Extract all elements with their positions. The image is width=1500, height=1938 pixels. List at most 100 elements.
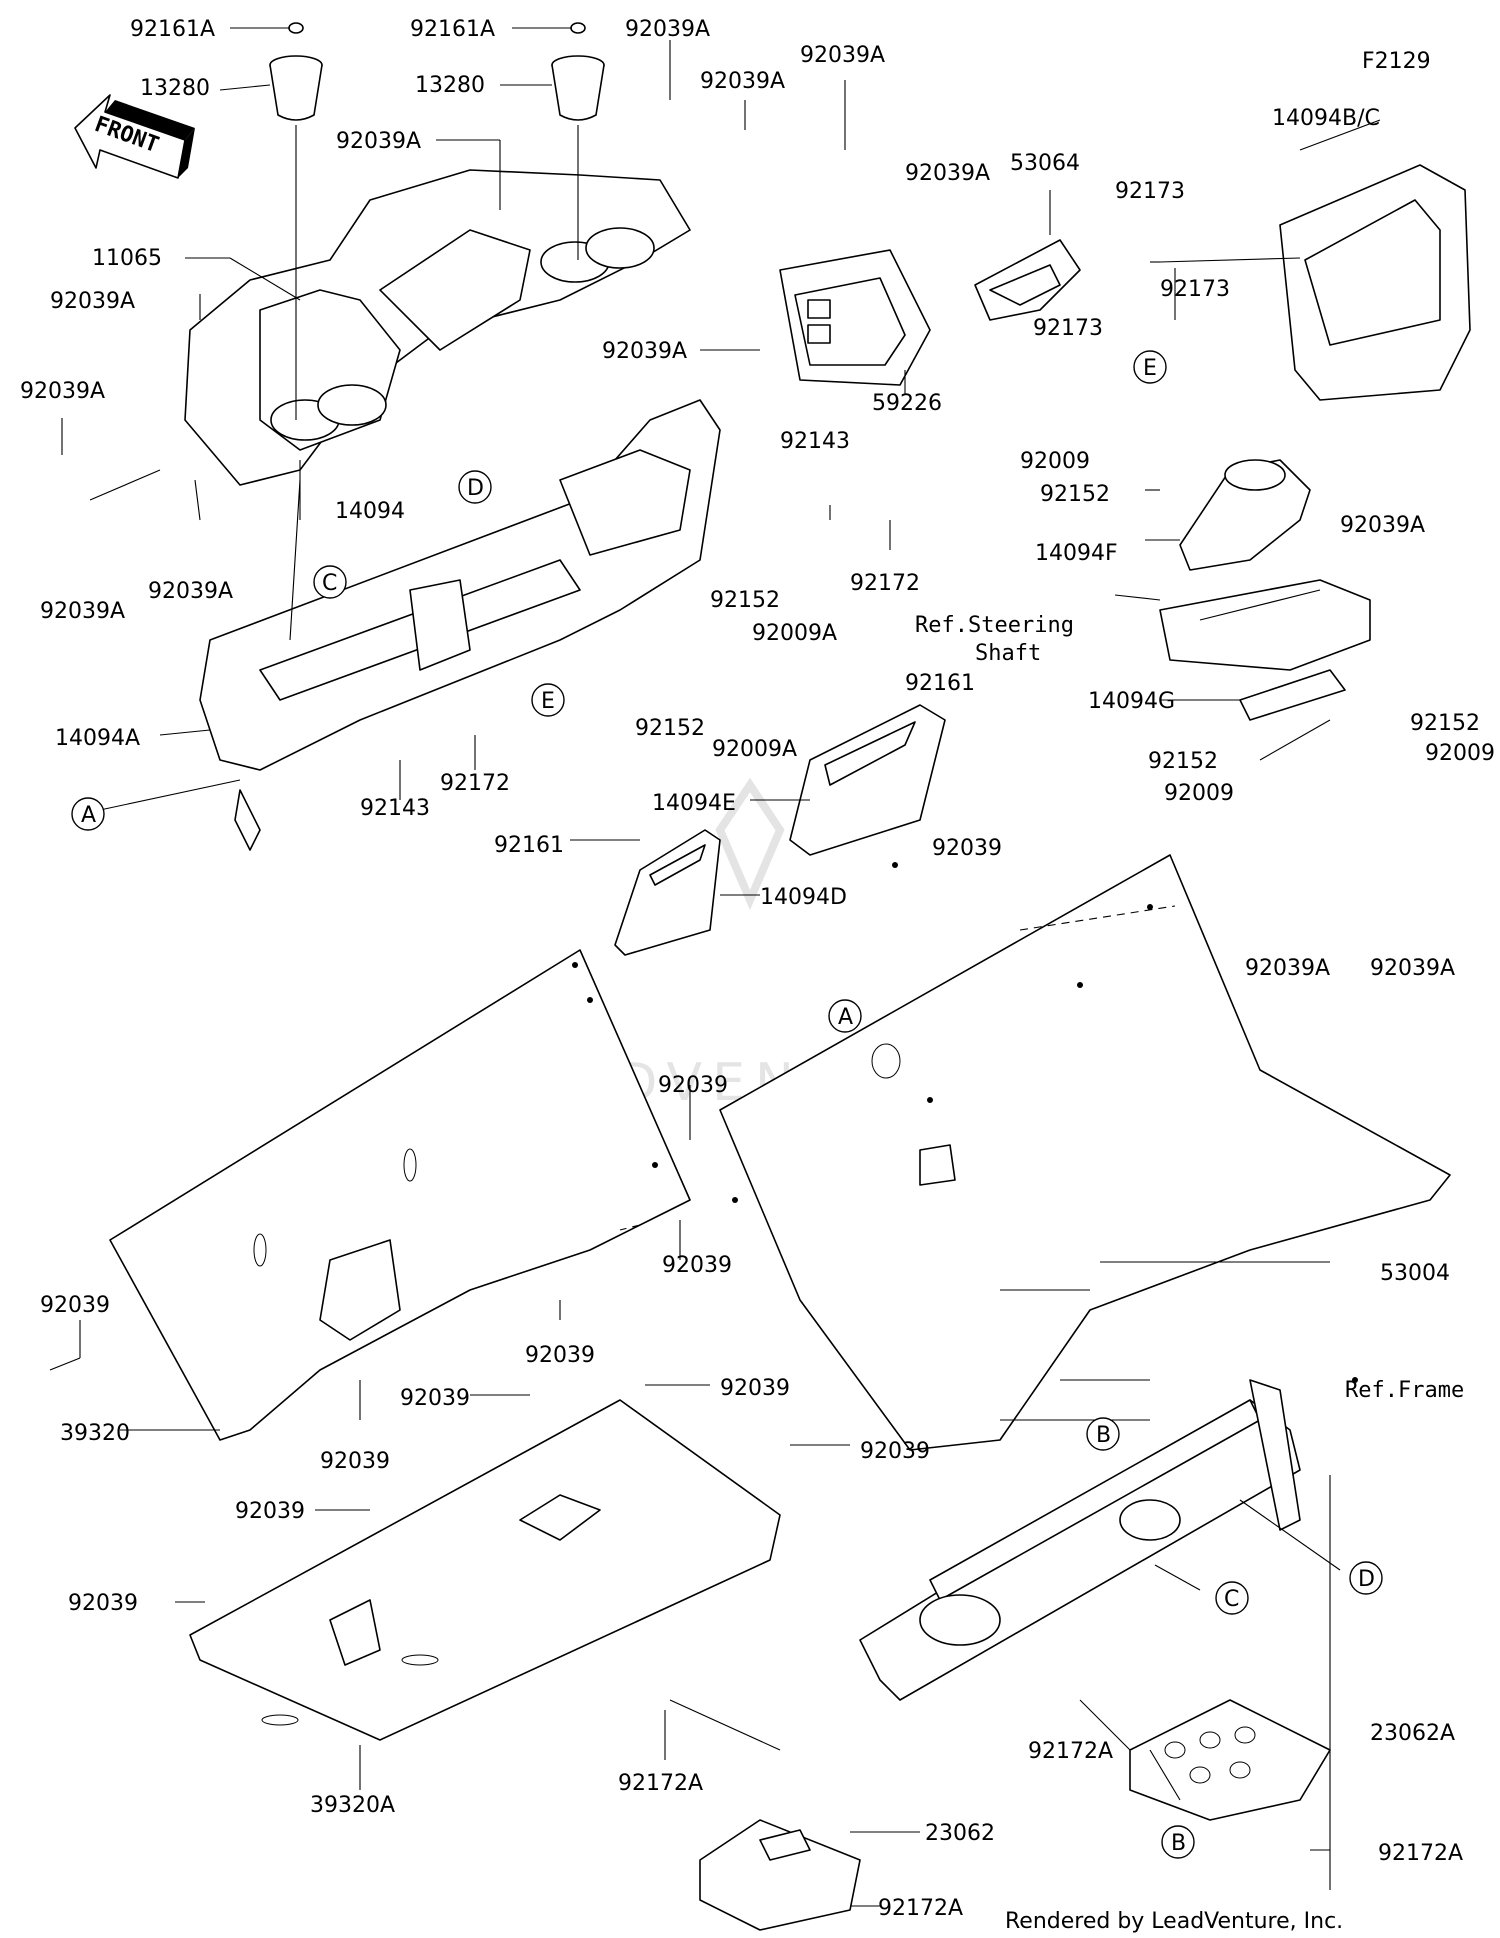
svg-text:B: B <box>1171 1831 1186 1856</box>
label-92173-3: 92173 <box>1033 316 1103 341</box>
svg-text:E: E <box>1143 356 1157 381</box>
label-92152-2: 92152 <box>635 716 705 741</box>
label-92039a-7: 92039A <box>20 379 105 404</box>
svg-text:A: A <box>838 1005 853 1030</box>
label-92161a-right: 92161A <box>410 17 495 42</box>
svg-text:E: E <box>541 689 555 714</box>
part-39320a-floor-plate <box>189 1399 781 1741</box>
label-92039a-12: 92039A <box>1245 956 1330 981</box>
callout-a-upper: A <box>71 797 105 831</box>
callout-c-upper: C <box>313 565 347 599</box>
callout-b-lower: B <box>1161 1825 1195 1859</box>
part-14094e-glovebox <box>789 704 946 856</box>
label-92039a-11: 92039A <box>1340 513 1425 538</box>
label-23062a: 23062A <box>1370 1721 1455 1746</box>
callout-e-upper: E <box>531 683 565 717</box>
svg-text:D: D <box>467 476 484 501</box>
label-92009-2: 92009 <box>1425 741 1495 766</box>
label-92172-1: 92172 <box>850 571 920 596</box>
label-13280-left: 13280 <box>140 76 210 101</box>
svg-text:D: D <box>1358 1567 1375 1592</box>
label-92009-1: 92009 <box>1020 449 1090 474</box>
label-92152-1: 92152 <box>710 588 780 613</box>
label-14094d: 14094D <box>760 885 847 910</box>
label-14094: 14094 <box>335 499 405 524</box>
label-92039-6: 92039 <box>320 1449 390 1474</box>
label-92039-3: 92039 <box>662 1253 732 1278</box>
label-92172-2: 92172 <box>440 771 510 796</box>
label-92039a-3: 92039A <box>700 69 785 94</box>
part-14094-upper-dash <box>184 169 691 486</box>
label-23062: 23062 <box>925 1821 995 1846</box>
label-92039-9: 92039 <box>860 1439 930 1464</box>
label-14094f: 14094F <box>1035 541 1118 566</box>
label-92039-2: 92039 <box>658 1073 728 1098</box>
callout-d-upper: D <box>458 470 492 504</box>
label-92161a-left: 92161A <box>130 17 215 42</box>
label-92039a-6: 92039A <box>50 289 135 314</box>
figure-id: F2129 <box>1362 49 1431 74</box>
callout-a-lower: A <box>828 999 862 1033</box>
label-92039-5: 92039 <box>525 1343 595 1368</box>
part-39320-floor-mat <box>109 949 691 1441</box>
label-53064: 53064 <box>1010 151 1080 176</box>
label-92173-2: 92173 <box>1160 277 1230 302</box>
part-steering-shaft <box>1159 579 1371 671</box>
svg-text:B: B <box>1096 1423 1111 1448</box>
label-92143-2: 92143 <box>360 796 430 821</box>
label-ref-steering-shaft: Shaft <box>975 641 1041 666</box>
label-14094bc: 14094B/C <box>1272 106 1380 131</box>
label-92009a-2: 92009A <box>712 737 797 762</box>
label-92152-4: 92152 <box>1410 711 1480 736</box>
part-14094bc-cover <box>1279 164 1471 401</box>
label-14094g: 14094G <box>1088 689 1175 714</box>
label-ref-steering: Ref.Steering <box>915 613 1074 638</box>
part-13280-right <box>551 22 605 121</box>
label-92039a-13: 92039A <box>1370 956 1455 981</box>
label-92152-5: 92152 <box>1148 749 1218 774</box>
label-92161-2: 92161 <box>494 833 564 858</box>
label-92172a-1: 92172A <box>618 1771 703 1796</box>
label-92172a-4: 92172A <box>878 1896 963 1921</box>
label-92039a-2: 92039A <box>800 43 885 68</box>
part-labels: 92161A 92161A 13280 13280 92039A 92039A … <box>20 17 1495 1934</box>
svg-text:C: C <box>1224 1587 1239 1612</box>
callouts: A C D E E A B C <box>71 350 1383 1859</box>
part-23062a-skid <box>1129 1699 1331 1821</box>
part-23062-skid <box>699 1819 861 1931</box>
label-92039a-1: 92039A <box>625 17 710 42</box>
label-53004: 53004 <box>1380 1261 1450 1286</box>
callout-d-lower: D <box>1349 1561 1383 1595</box>
dashed-lines <box>619 905 1176 1231</box>
label-92152-3: 92152 <box>1040 482 1110 507</box>
label-92039-10: 92039 <box>235 1499 305 1524</box>
label-92039a-10: 92039A <box>602 339 687 364</box>
part-14094f-steering-cover <box>1179 459 1311 571</box>
label-92039-7: 92039 <box>400 1386 470 1411</box>
label-92039-4: 92039 <box>40 1293 110 1318</box>
label-92143-1: 92143 <box>780 429 850 454</box>
fastener-dots <box>572 862 1358 1383</box>
leader-lines <box>49 27 1381 1907</box>
label-92009a-1: 92009A <box>752 621 837 646</box>
part-59226-tray <box>779 249 931 386</box>
label-39320: 39320 <box>60 1421 130 1446</box>
svg-text:A: A <box>81 803 96 828</box>
label-92039-1: 92039 <box>932 836 1002 861</box>
label-92161-1: 92161 <box>905 671 975 696</box>
label-92172a-2: 92172A <box>1028 1739 1113 1764</box>
label-92009-3: 92009 <box>1164 781 1234 806</box>
label-92039-11: 92039 <box>68 1591 138 1616</box>
label-92039-8: 92039 <box>720 1376 790 1401</box>
part-13280-left <box>269 22 323 121</box>
label-13280-right: 13280 <box>415 73 485 98</box>
part-14094g-lower-cover <box>1239 669 1346 721</box>
label-39320a: 39320A <box>310 1793 395 1818</box>
label-92173-1: 92173 <box>1115 179 1185 204</box>
callout-e-right: E <box>1133 350 1167 384</box>
label-11065: 11065 <box>92 246 162 271</box>
label-92039a-5: 92039A <box>905 161 990 186</box>
part-frame <box>859 1379 1301 1701</box>
part-53004-floor-mat <box>719 854 1451 1451</box>
